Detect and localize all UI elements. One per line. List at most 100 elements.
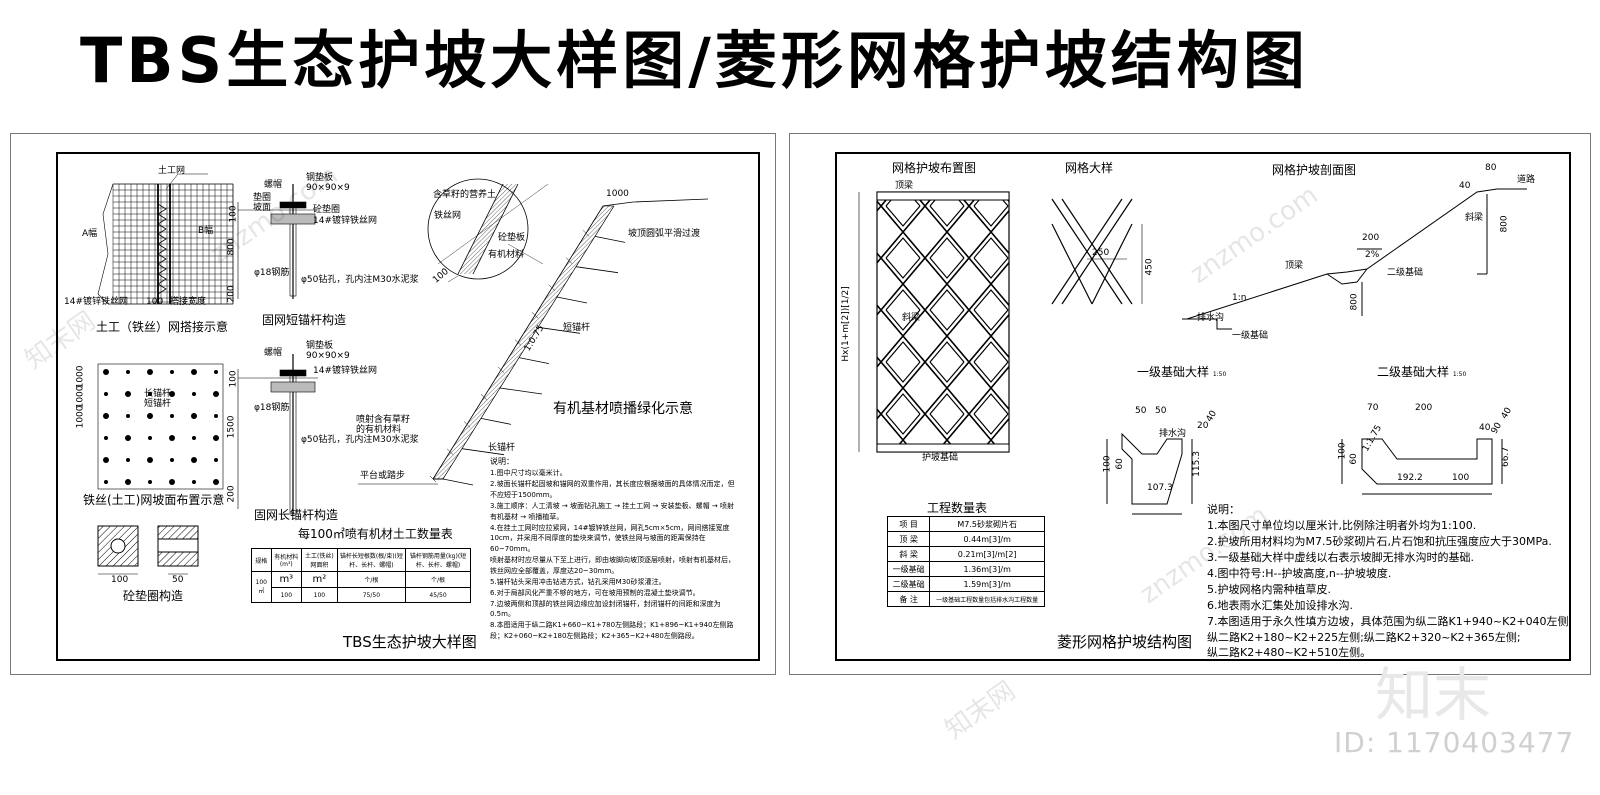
anchor-dot [170, 414, 174, 418]
left-notes: 说明： 1.图中尺寸均以毫米计。 2.坡面长锚杆起固坡和锚网的双重作用，其长度应… [490, 456, 740, 642]
drawing-line [565, 257, 573, 264]
f1-d1073: 107.3 [1147, 483, 1173, 493]
note-line: 3.一级基础大样中虚线以右表示坡脚无排水沟时的基础. [1207, 550, 1474, 564]
note-line: 5.锚杆钻头采用冲击钻进方式，钻孔采用M30砂浆灌注。 [490, 577, 666, 586]
drawing-line [531, 312, 539, 319]
d2-washer: 垫圈 [253, 193, 272, 203]
drawing-line [582, 230, 590, 237]
anchor-dot [104, 480, 108, 484]
drawing-line [499, 387, 543, 395]
qty-title: 工程数量表 [927, 501, 988, 515]
note-line: 纵二路K2+180~K2+225左侧;纵二路K2+320~K2+365左侧; [1207, 630, 1521, 644]
f1-d60: 60 [1114, 458, 1125, 470]
d4-d1500: 1500 [226, 415, 237, 439]
drawing-line [594, 235, 626, 243]
note-line: 6.对于局部风化严重不够的地方，可在坡用预制的混凝土垫块调节。 [490, 588, 700, 597]
note-line: 7.本图适用于永久性填方边坡，具体范围为纵二路K1+940~K2+040左侧; [1207, 614, 1573, 628]
mesh-overlap-drawing [97, 173, 709, 575]
watermark: 知末网 [939, 675, 1021, 746]
drawing-line [446, 448, 454, 455]
anchor-dot [126, 414, 130, 418]
image-id: ID: 1170403477 [1334, 726, 1575, 759]
detail-2: 铁丝网 [434, 211, 462, 221]
grid-label: 网格大样 [1065, 161, 1114, 175]
table-cell: 锚杆钢筋用量(kg)(短杆、长杆、螺帽) [405, 548, 471, 572]
d1-overlap: 搭接宽度 [170, 297, 207, 307]
anchor-dot [191, 369, 197, 375]
anchor-dot [170, 370, 174, 374]
d1-soil-net: 土工网 [158, 166, 186, 176]
table-row: 100 100 75/50 45/50 [252, 587, 471, 603]
f2-d100b: 100 [1452, 473, 1470, 483]
f2-d60: 60 [1348, 453, 1359, 465]
note-line: 5.护坡网格内需种植草皮. [1207, 582, 1331, 596]
anchor-dot [169, 479, 175, 485]
sec-found2: 二级基础 [1387, 268, 1424, 278]
table-cell: m³ [270, 571, 303, 588]
d1-b-fu: B幅 [198, 226, 214, 236]
left-sheet: 土工网 A幅 B幅 14#镀锌铁丝网 100 搭接宽度 土工（铁丝）网搭接示意 … [10, 133, 776, 675]
d2-bar: φ18钢筋 [254, 268, 290, 278]
anchor-dot [148, 480, 152, 484]
d2-nut: 螺帽 [264, 180, 283, 190]
d4-bar: φ18钢筋 [254, 403, 290, 413]
f1-d1153: 115.3 [1191, 451, 1202, 477]
note-line: 喷射基材时应尽量从下至上进行，即由坡脚向坡顶逐层喷射，喷射有机基材后，铁丝网应全… [490, 556, 735, 575]
d1-wire: 14#镀锌铁丝网 [64, 297, 128, 307]
anchor-dot [104, 392, 108, 396]
note-line: 1.本图尺寸单位均以厘米计,比例除注明者外均为1:100. [1207, 518, 1477, 532]
note-line: 6.地表雨水汇集处加设排水沟. [1207, 598, 1353, 612]
qty-table-title: 每100㎡喷有机材土工数量表 [298, 527, 453, 541]
drawing-line [497, 366, 505, 373]
note-line: 2.坡面长锚杆起固坡和锚网的双重作用，其长度应根据坡面的具体情况而定，但不应短于… [490, 480, 735, 500]
anchor-dot [148, 436, 152, 440]
drawing-line [429, 475, 437, 483]
layout-top: 顶梁 [895, 181, 914, 191]
detail-1: 含草籽的营养土 [433, 190, 497, 200]
anchor-dot [192, 436, 196, 440]
d3-long: 长锚杆 [144, 389, 172, 399]
anchor-dot [103, 369, 109, 375]
sec-road: 道路 [1517, 175, 1536, 185]
d1-label: 土工（铁丝）网搭接示意 [96, 320, 229, 334]
d4-nut: 螺帽 [264, 348, 283, 358]
f1-d100: 100 [1102, 455, 1113, 473]
anchor-dot [103, 413, 109, 419]
table-cell: 100㎡ [251, 571, 272, 603]
sec-d800b: 800 [1349, 293, 1360, 311]
left-caption: TBS生态护坡大样图 [343, 633, 477, 651]
grid-d450: 450 [1144, 258, 1155, 276]
drawing-line [556, 296, 588, 304]
layout-side: 斜梁 [902, 313, 921, 323]
table-cell: 1.36m[3]/m [929, 561, 1045, 577]
note-line: 4.在挂土工网时应拉紧网，14#镀锌铁丝网，网孔5cm×5cm，网间搭接宽度10… [490, 523, 730, 554]
d1-dim: 100 [146, 297, 164, 307]
drawing-line [442, 478, 474, 486]
notes-title: 说明： [490, 457, 514, 466]
d2-surface: 坡面 [253, 203, 272, 213]
anchor-dot [214, 414, 218, 418]
d2-plate-spec: 90×90×9 [306, 183, 350, 193]
drawing-line [480, 417, 512, 425]
sec-top-beam: 顶梁 [1285, 261, 1304, 271]
anchor-dot [147, 413, 153, 419]
d4-d200: 200 [226, 485, 237, 503]
sec-d40: 40 [1459, 181, 1471, 191]
d2-wire: 14#镀锌铁丝网 [313, 216, 377, 226]
anchor-dot [213, 391, 219, 397]
table-cell: 二级基础 [886, 576, 931, 592]
slope-long: 长锚杆 [488, 443, 516, 453]
slope-sprayed: 喷射含有草籽的有机材料 [356, 415, 411, 435]
f2-d70: 70 [1367, 403, 1379, 413]
slope-dim: 1000 [606, 189, 629, 199]
d2-hole: φ50钻孔，孔内注M30水泥浆 [301, 275, 419, 285]
anchor-dot [125, 391, 131, 397]
d2-plate: 钢垫板 [306, 173, 334, 183]
table-cell: m² [301, 571, 338, 588]
